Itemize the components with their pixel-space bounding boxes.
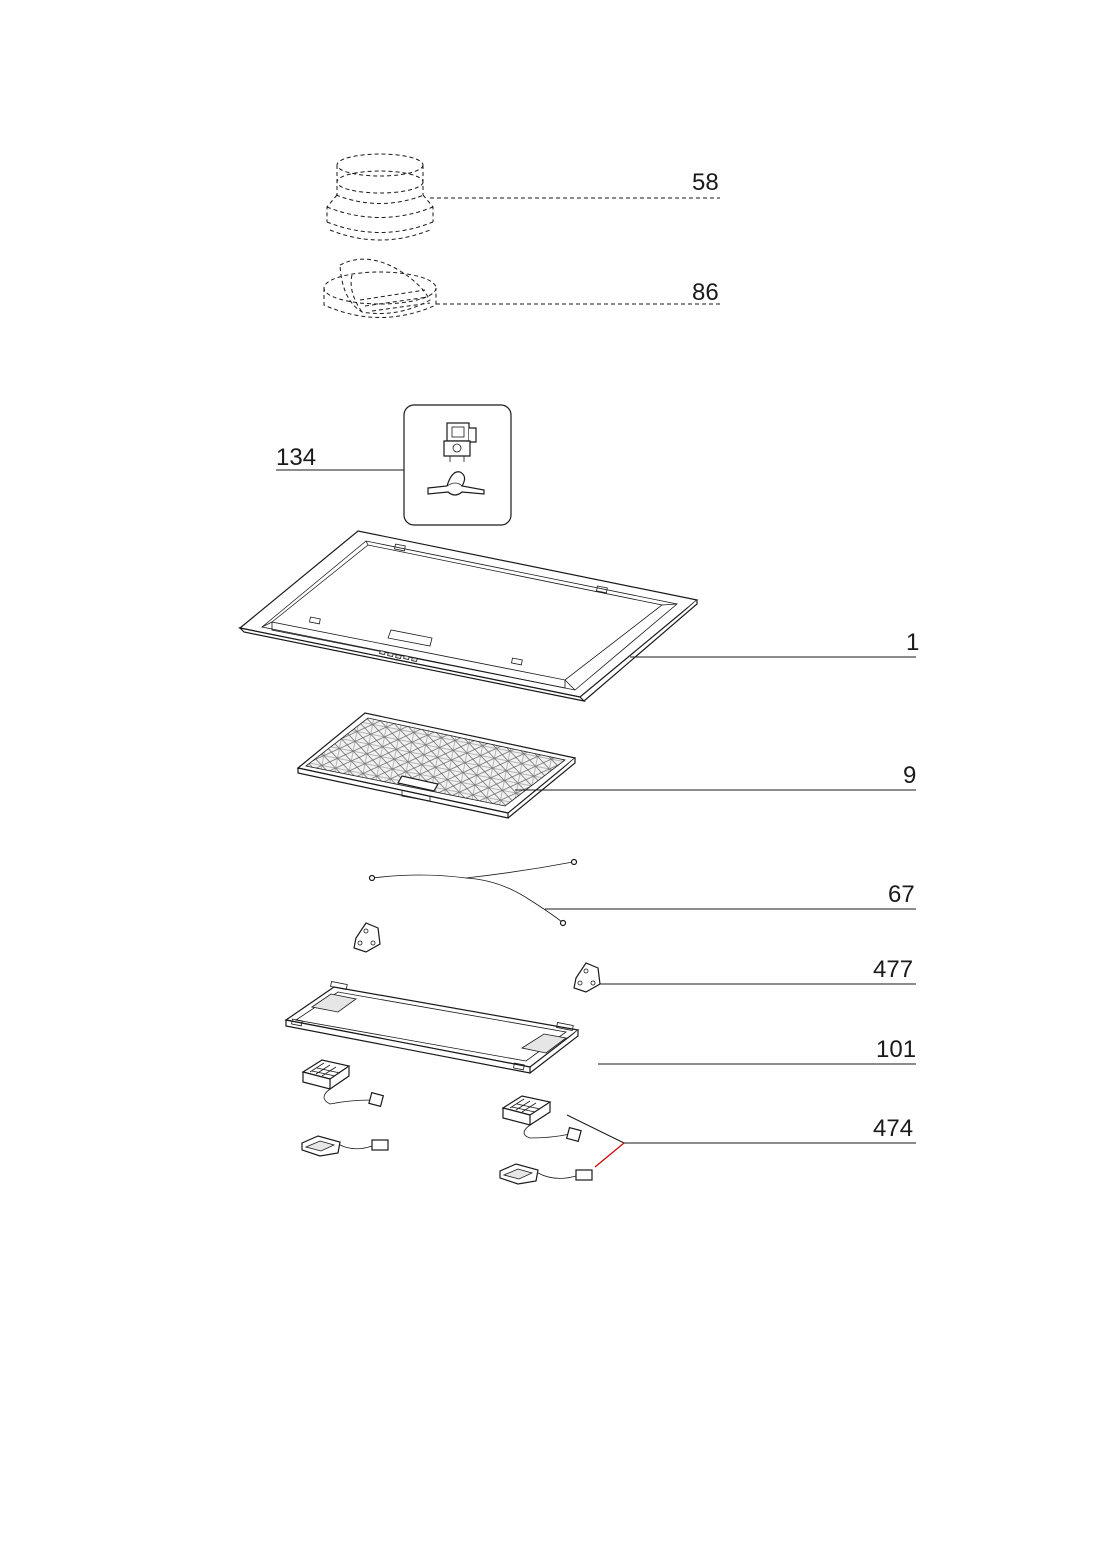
label-58: 58 [692, 169, 719, 196]
part-134-switch-kit[interactable] [403, 404, 512, 526]
label-1: 1 [906, 629, 919, 656]
part-9-grease-filter[interactable] [296, 712, 577, 819]
label-67: 67 [888, 881, 915, 908]
part-1-control-slots [379, 650, 418, 663]
label-86: 86 [692, 279, 719, 306]
part-477-bracket-left[interactable] [353, 922, 381, 953]
part-474-lamp-left-top[interactable] [301, 1059, 385, 1108]
part-477-bracket-right[interactable] [573, 962, 601, 993]
part-101-lamp-panel[interactable] [284, 981, 580, 1074]
leader-474-branch-b [594, 1142, 625, 1168]
part-67-wiring-harness[interactable] [368, 858, 578, 927]
part-474-lamp-left-bottom[interactable] [301, 1135, 389, 1157]
label-474: 474 [873, 1115, 913, 1142]
label-477: 477 [873, 956, 913, 983]
part-86-backdraft-damper[interactable] [323, 258, 437, 318]
label-101: 101 [876, 1036, 916, 1063]
part-58-duct-adapter[interactable] [326, 153, 434, 241]
label-9: 9 [903, 762, 916, 789]
label-134: 134 [276, 444, 316, 471]
part-474-lamp-right-bottom[interactable] [499, 1163, 593, 1185]
part-474-lamp-right-top[interactable] [501, 1095, 582, 1143]
leader-474-branch-a [566, 1114, 625, 1144]
part-1-bottom-frame[interactable] [238, 530, 699, 702]
part-134-frame [403, 404, 512, 526]
